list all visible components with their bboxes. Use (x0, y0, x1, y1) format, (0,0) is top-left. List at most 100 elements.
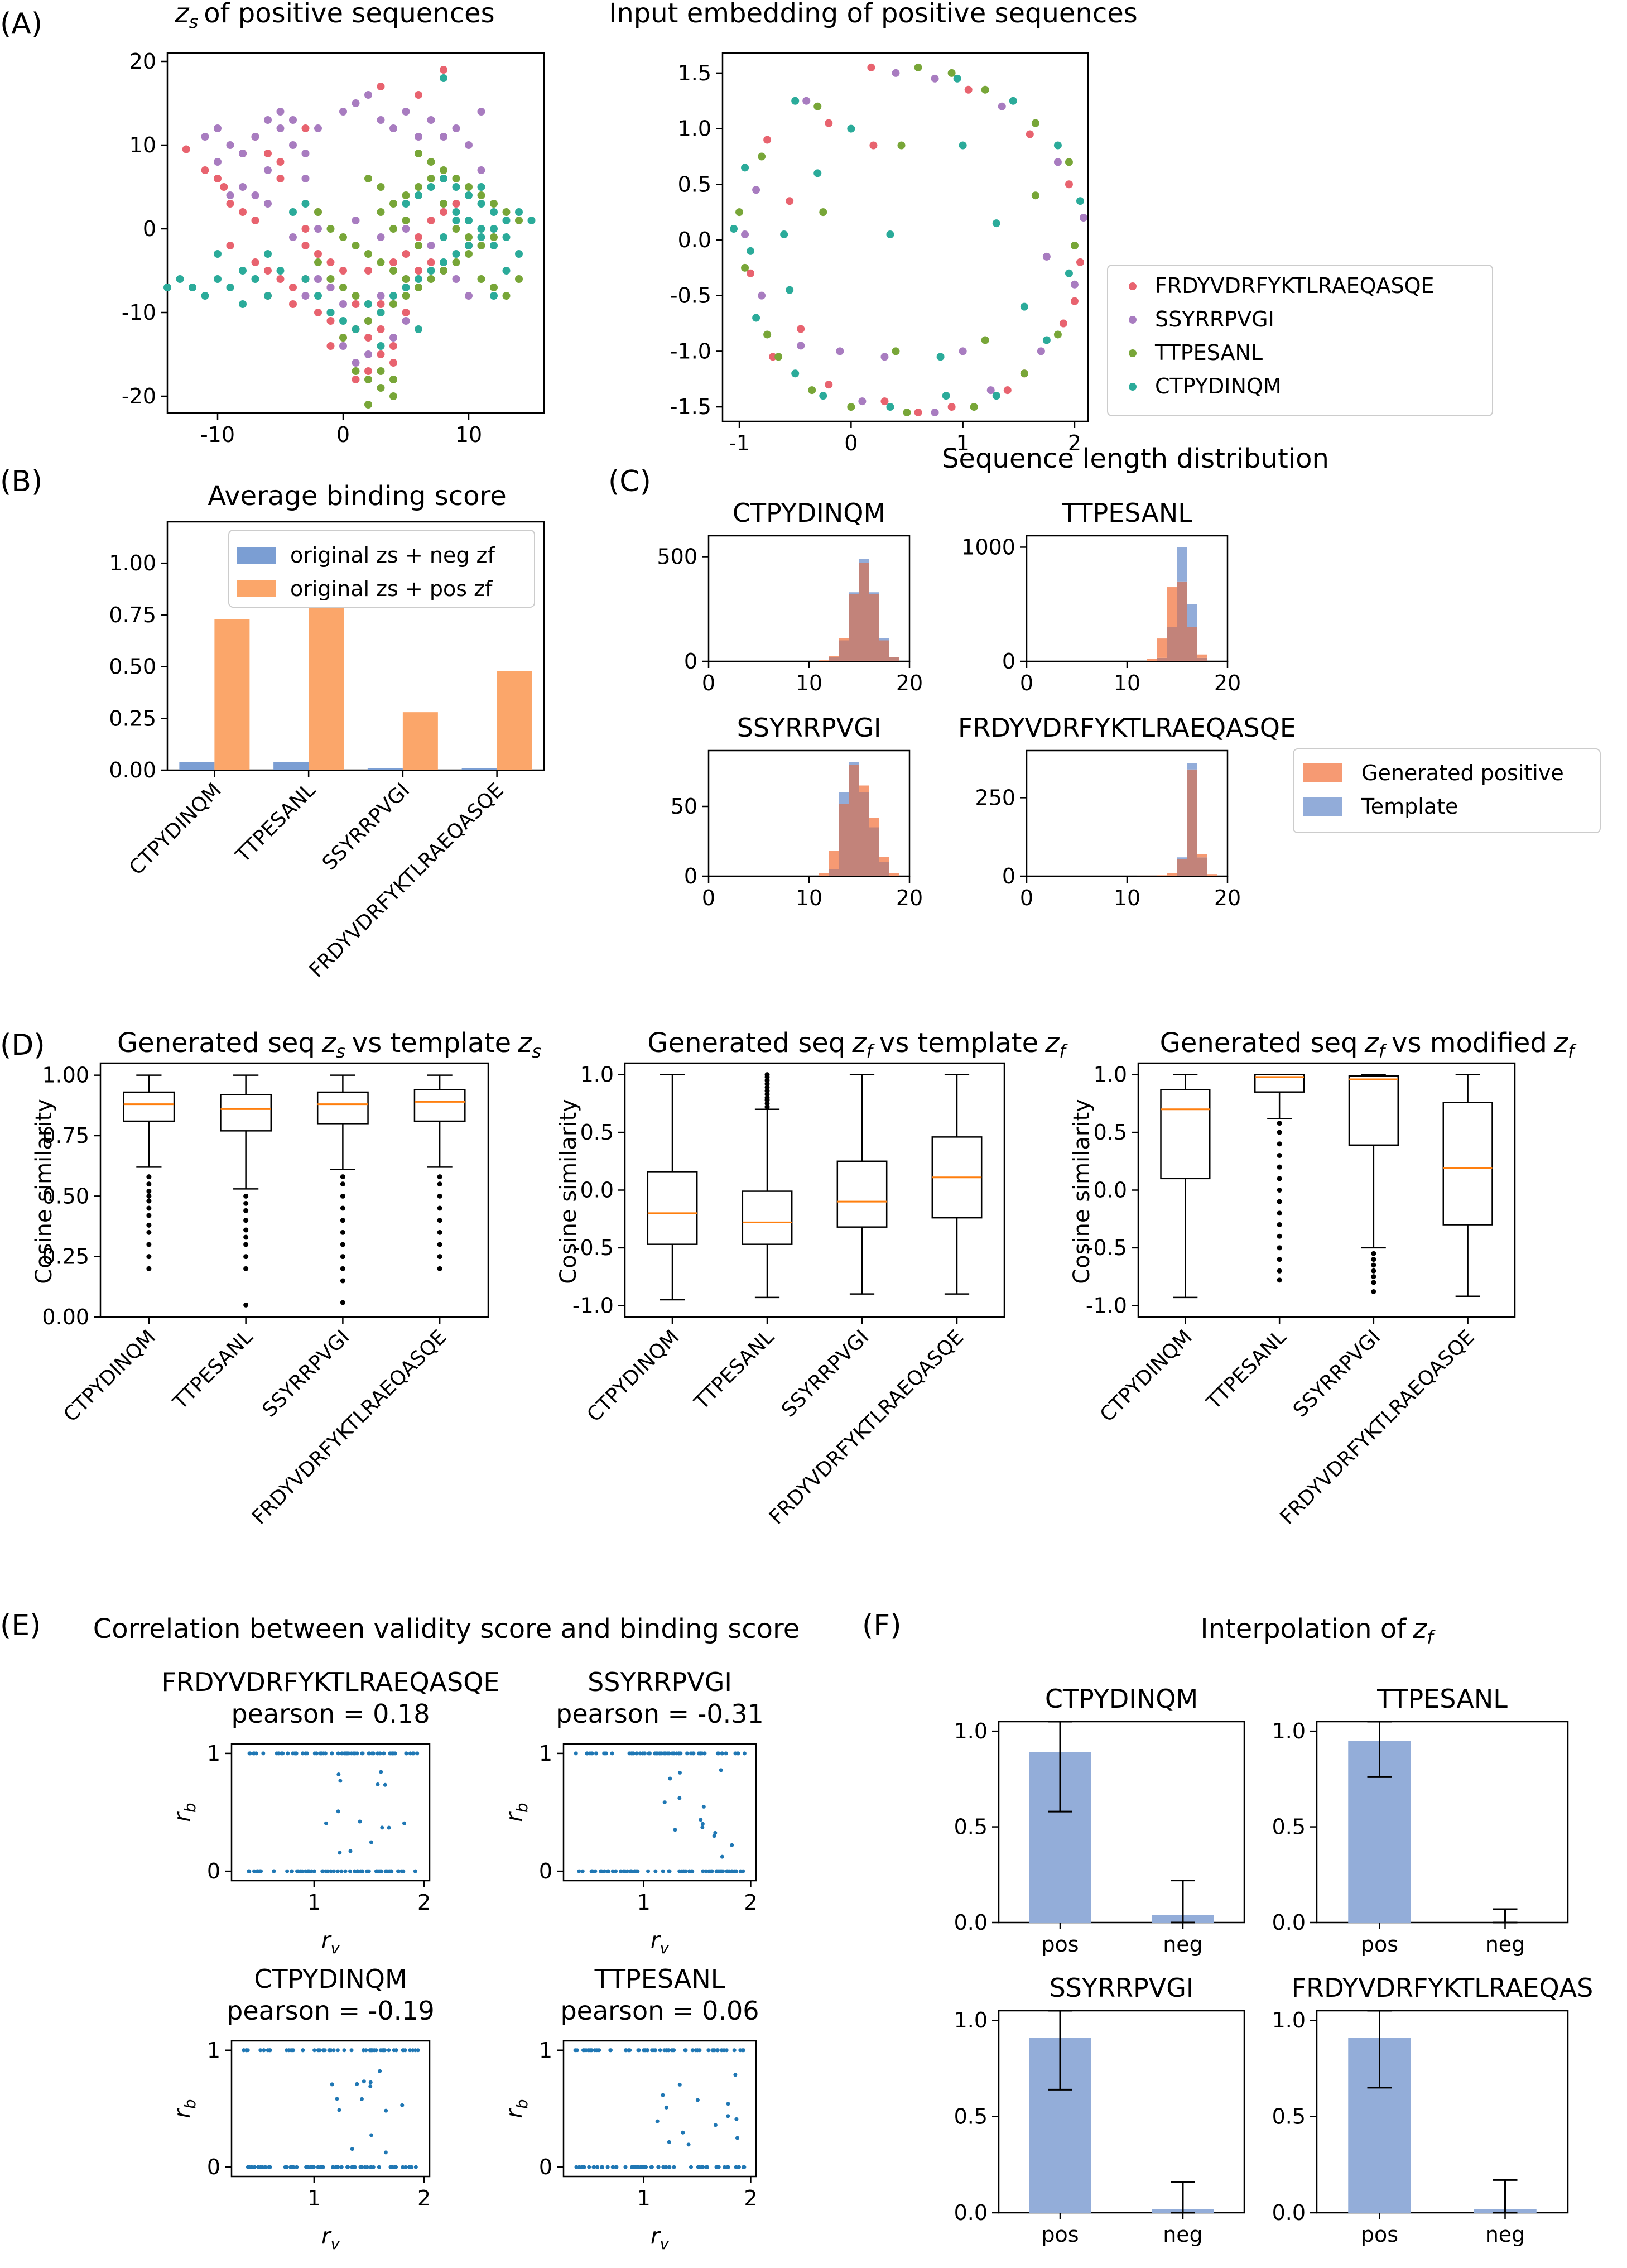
a1-point (239, 183, 247, 191)
a1-point (452, 225, 460, 233)
a2-point (992, 392, 1000, 400)
c-hist-bar-overlap (879, 640, 889, 661)
e-point (628, 1869, 633, 1873)
e-point (574, 1751, 578, 1756)
e-point (288, 2165, 293, 2169)
e-point (589, 1869, 594, 1873)
e-point (610, 1869, 615, 1873)
c-hist-bar (1187, 763, 1197, 770)
a1-point (289, 141, 297, 149)
e-point (724, 1751, 728, 1756)
e-point (279, 1751, 283, 1756)
e-panel-title: SSYRRPVGI (588, 1667, 732, 1697)
a1-point (477, 275, 485, 283)
a1-point (452, 124, 460, 132)
a1-point (314, 309, 322, 316)
e-panel-title: FRDYVDRFYKTLRAEQASQE (162, 1667, 500, 1697)
e-point (706, 2048, 711, 2053)
a1-point (251, 191, 259, 199)
a2-point (741, 263, 749, 272)
a1-point (477, 183, 485, 191)
e-point (726, 2114, 730, 2118)
f-panel-title: TTPESANL (1376, 1684, 1508, 1714)
e-point (626, 2048, 630, 2053)
a2-ytick-label: 0.0 (678, 228, 711, 252)
c-hist-bar (1147, 659, 1157, 661)
c-hist-bar (849, 592, 859, 594)
a1-point (402, 191, 410, 199)
d-outlier (764, 1095, 770, 1101)
e-point (610, 2165, 615, 2169)
e-xlabel-sub: v (330, 1939, 340, 1957)
a1-point (377, 116, 385, 124)
a1-point (402, 200, 410, 208)
d-outlier (437, 1218, 442, 1223)
a1-point (201, 292, 209, 300)
c-xtick-label: 20 (896, 886, 923, 910)
e-point (348, 1869, 352, 1873)
e-pearson-label: pearson = 0.06 (560, 1996, 759, 2026)
a1-point (465, 217, 473, 224)
e-point (258, 2048, 263, 2053)
a2-legend-marker (1129, 383, 1137, 391)
c-ytick-label: 500 (657, 545, 697, 569)
c-legend-swatch (1303, 797, 1342, 816)
e-point (592, 2165, 596, 2169)
e-point (662, 1751, 666, 1756)
e-point (599, 1869, 604, 1873)
a1-point (452, 250, 460, 258)
b-legend-label: original zs + pos zf (290, 576, 493, 601)
e-point (364, 2048, 368, 2053)
e-point (729, 1869, 734, 1873)
e-point (342, 2048, 346, 2053)
e-point (732, 2048, 737, 2053)
c-hist-bar (839, 638, 849, 641)
e-point (309, 1869, 314, 1873)
d-box (220, 1094, 272, 1132)
e-point (685, 1751, 690, 1756)
e-ytick-label: 0 (207, 1859, 220, 1883)
d-ytick-label: 1.0 (580, 1063, 614, 1087)
b-bar-neg (273, 762, 309, 770)
e-point (287, 2048, 291, 2053)
a2-point (936, 353, 945, 361)
d-outlier (340, 1218, 345, 1223)
e-point (258, 2165, 263, 2169)
f-bar-frame (998, 1721, 1245, 1924)
e-point (365, 1869, 369, 1873)
b-title: Average binding score (208, 480, 507, 512)
a1-point (502, 217, 511, 224)
c-hist-bar (1177, 857, 1187, 859)
a2-point (1070, 297, 1079, 305)
e-point (355, 1869, 359, 1873)
e-point (667, 2165, 672, 2169)
a2-point (1026, 130, 1034, 138)
a1-point (364, 367, 372, 375)
e-point (584, 2048, 588, 2053)
e-point (709, 1869, 713, 1873)
a2-point (791, 97, 800, 105)
e-point (403, 2165, 408, 2169)
a1-point (314, 208, 322, 216)
d-outlier (1277, 1277, 1282, 1283)
a2-ytick-label: -1.0 (670, 339, 711, 363)
e-point (687, 1869, 692, 1873)
e-point (349, 2048, 354, 2053)
a1-point (490, 292, 498, 300)
a1-point (415, 183, 422, 191)
a1-point (465, 242, 473, 249)
a1-point (477, 166, 485, 174)
d-outlier (243, 1234, 249, 1240)
e-point (380, 1825, 384, 1830)
a1-point (415, 242, 422, 249)
e-point (331, 2048, 336, 2053)
e-point (382, 1751, 386, 1756)
a1-point (339, 108, 347, 116)
c-hist-bar-overlap (829, 657, 839, 661)
c-legend-swatch (1303, 763, 1342, 782)
e-point (683, 1869, 688, 1873)
e-point (742, 2165, 747, 2169)
d-box (123, 1091, 175, 1122)
a2-point (786, 197, 794, 205)
